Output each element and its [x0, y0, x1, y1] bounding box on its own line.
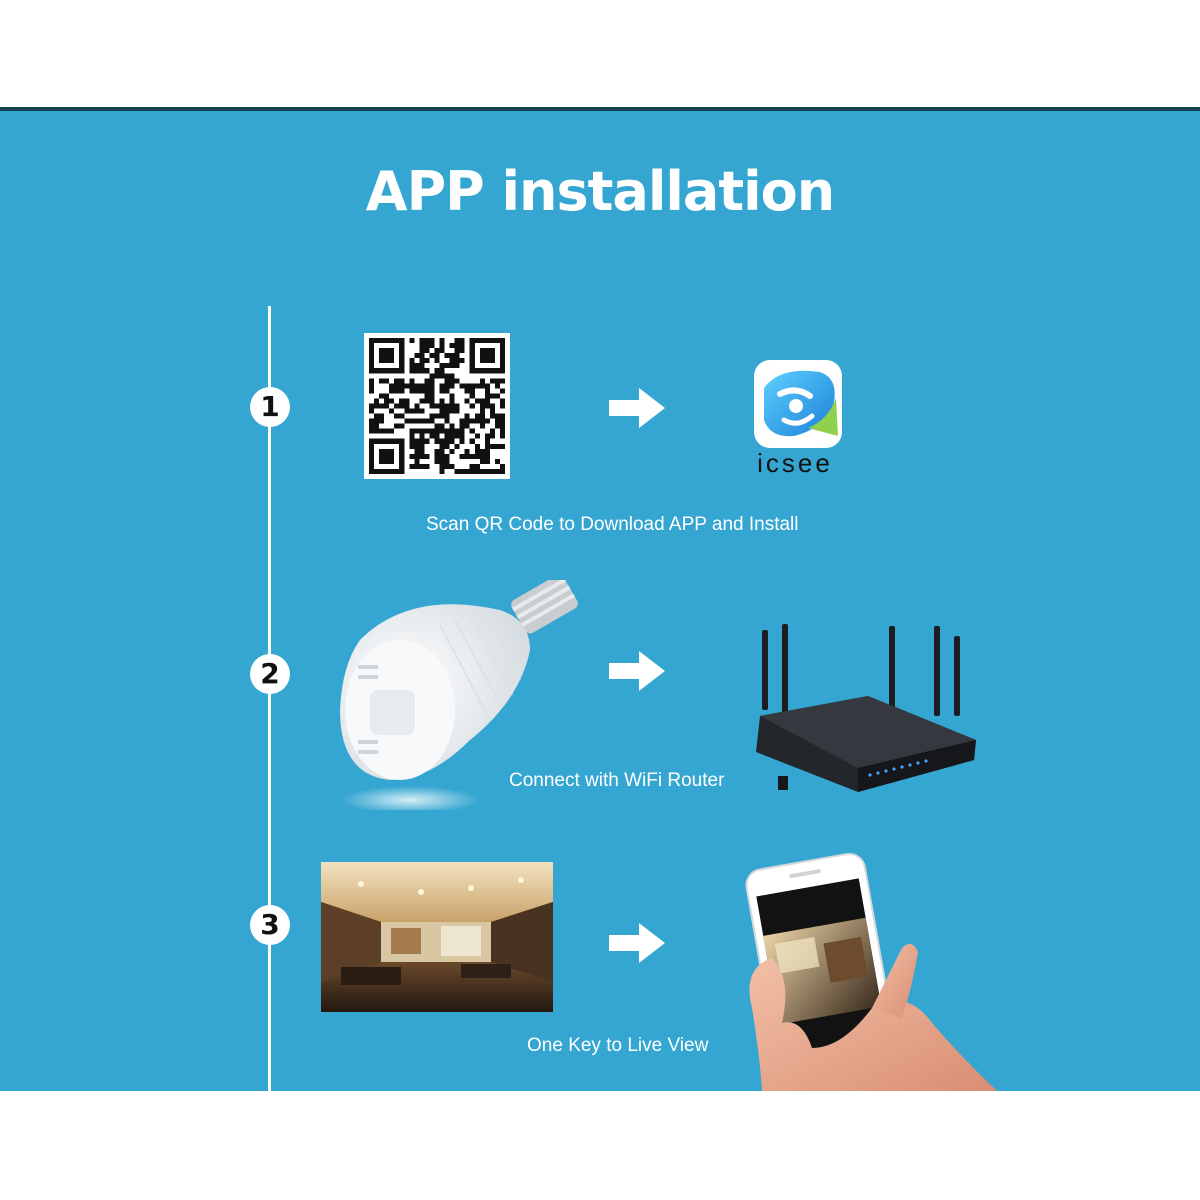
installation-panel: [0, 111, 1200, 1091]
wifi-router-image: [756, 624, 976, 792]
timeline-line: [268, 306, 271, 1091]
step-1-caption: Scan QR Code to Download APP and Install: [426, 514, 799, 535]
step-2-caption: Connect with WiFi Router: [509, 770, 725, 791]
step-3-number: 3: [250, 905, 290, 945]
page-title: APP installation: [365, 160, 835, 223]
bulb-camera-image: [340, 580, 578, 810]
room-live-view-image: [321, 862, 553, 1012]
arrow-right-icon: [609, 923, 665, 963]
arrow-right-icon: [609, 388, 665, 428]
phone-in-hand-image: [745, 852, 997, 1091]
arrow-right-icon: [609, 651, 665, 691]
step-2-number: 2: [250, 654, 290, 694]
icsee-app-icon: [754, 360, 842, 448]
top-divider: [0, 107, 1200, 111]
step-1-number: 1: [250, 387, 290, 427]
step-3-caption: One Key to Live View: [527, 1035, 709, 1056]
qr-code-image: [364, 333, 510, 479]
app-icon-label: icsee: [757, 448, 833, 478]
